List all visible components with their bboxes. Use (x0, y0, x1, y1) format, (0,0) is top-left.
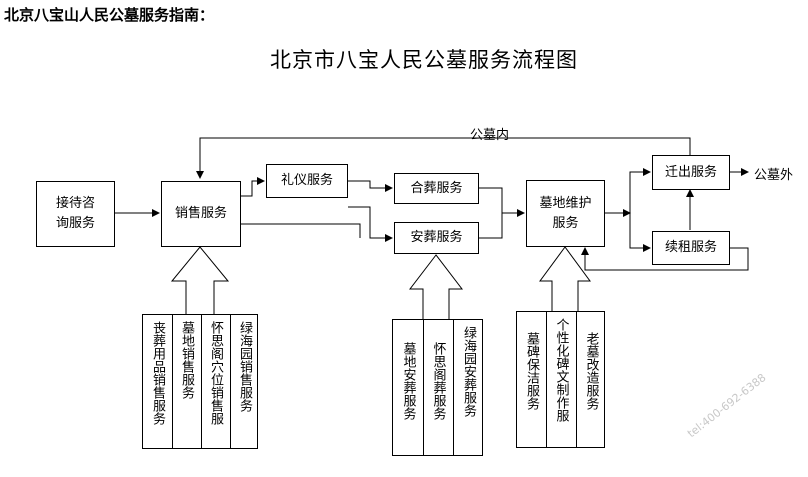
burial-service-item: 绿海园安葬服务 (461, 326, 476, 417)
relocation-box: 迁出服务 (652, 155, 730, 190)
maintenance-label: 墓地维护服务 (539, 195, 592, 231)
sales-label: 销售服务 (174, 206, 227, 221)
relocation-label: 迁出服务 (664, 164, 717, 180)
sales-box: 销售服务 (161, 181, 241, 247)
burial-box: 安葬服务 (394, 222, 479, 254)
guide-heading: 北京八宝山人民公墓服务指南： (4, 6, 215, 24)
inside-cemetery-label: 公墓内 (470, 128, 510, 143)
joint-burial-label: 合葬服务 (410, 180, 463, 196)
burial-services-group: 墓地安葬服务 怀思阁葬服务 绿海园安葬服务 (392, 319, 483, 456)
sales-service-item: 怀思阁穴位销售服 (208, 321, 223, 425)
burial-service-item: 怀思阁葬服务 (430, 342, 446, 420)
maintenance-service-item: 老墓改造服务 (583, 332, 599, 410)
burial-service-item: 墓地安葬服务 (400, 342, 416, 420)
page-title: 北京市八宝人民公墓服务流程图 (270, 48, 578, 72)
renewal-box: 续租服务 (652, 231, 730, 265)
outside-cemetery-label: 公墓外 (754, 168, 794, 183)
maintenance-service-item: 墓碑保洁服务 (524, 332, 539, 410)
burial-label: 安葬服务 (410, 230, 463, 245)
sales-service-item: 墓地销售服务 (179, 321, 194, 399)
renewal-label: 续租服务 (664, 240, 717, 255)
etiquette-box: 礼仪服务 (266, 164, 348, 198)
maintenance-services-group: 墓碑保洁服务 个性化碑文制作服 老墓改造服务 (516, 311, 605, 448)
reception-label: 接待咨询服务 (55, 196, 95, 231)
maintenance-box: 墓地维护服务 (526, 180, 605, 247)
joint-burial-box: 合葬服务 (394, 173, 479, 204)
etiquette-label: 礼仪服务 (280, 173, 333, 188)
maintenance-service-item: 个性化碑文制作服 (553, 318, 569, 422)
sales-services-group: 丧葬用品销售服务 墓地销售服务 怀思阁穴位销售服 绿海园销售服务 (142, 314, 258, 449)
reception-box: 接待咨询服务 (36, 181, 115, 247)
sales-service-item: 绿海园销售服务 (237, 321, 252, 412)
sales-service-item: 丧葬用品销售服务 (150, 321, 165, 425)
